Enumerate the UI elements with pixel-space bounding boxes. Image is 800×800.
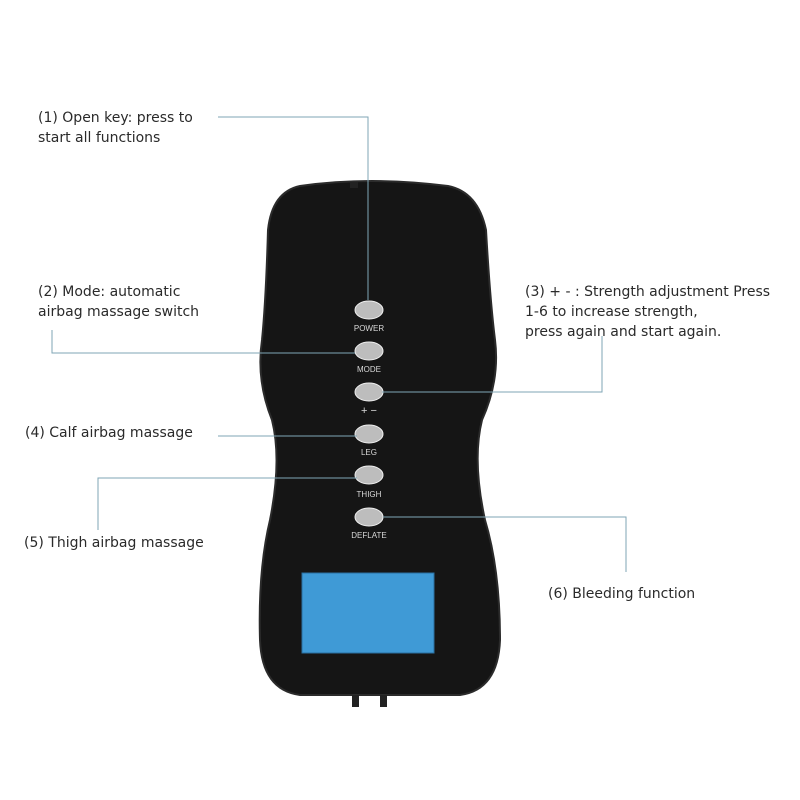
deflate-button[interactable] — [354, 507, 384, 527]
annotation-strength: (3) + - : Strength adjustment Press 1-6 … — [525, 282, 770, 342]
leader-lines — [51, 116, 627, 572]
annotation-leg: (4) Calf airbag massage — [25, 425, 193, 441]
mode-label: MODE — [357, 365, 381, 374]
annotation-text: (3) + - : Strength adjustment Press — [525, 284, 771, 300]
power-label: POWER — [353, 324, 385, 333]
mode-button[interactable] — [354, 341, 384, 361]
lcd-screen — [301, 572, 435, 654]
strength-label: + − — [361, 405, 377, 417]
annotation-text: (2) Mode: automatic — [38, 284, 181, 300]
button-group — [354, 300, 384, 527]
annotation-deflate: (6) Bleeding function — [548, 586, 696, 602]
annotation-text: 1-6 to increase strength, — [525, 304, 698, 320]
thigh-label: THIGH — [356, 490, 382, 499]
leg-button[interactable] — [354, 424, 384, 444]
strength-button[interactable] — [354, 382, 384, 402]
top-nub — [350, 182, 358, 188]
air-connector — [380, 695, 387, 707]
annotation-mode: (2) Mode: automatic airbag massage switc… — [38, 282, 199, 322]
annotation-text: (1) Open key: press to — [38, 110, 193, 126]
power-button[interactable] — [354, 300, 384, 320]
air-connector — [352, 695, 359, 707]
annotation-text: start all functions — [38, 130, 161, 146]
annotation-text: press again and start again. — [525, 324, 722, 340]
annotation-power: (1) Open key: press to start all functio… — [38, 108, 193, 148]
deflate-label: DEFLATE — [351, 531, 387, 540]
thigh-button[interactable] — [354, 465, 384, 485]
annotation-text: airbag massage switch — [38, 304, 200, 320]
annotation-thigh: (5) Thigh airbag massage — [24, 535, 204, 551]
leg-label: LEG — [360, 448, 377, 457]
